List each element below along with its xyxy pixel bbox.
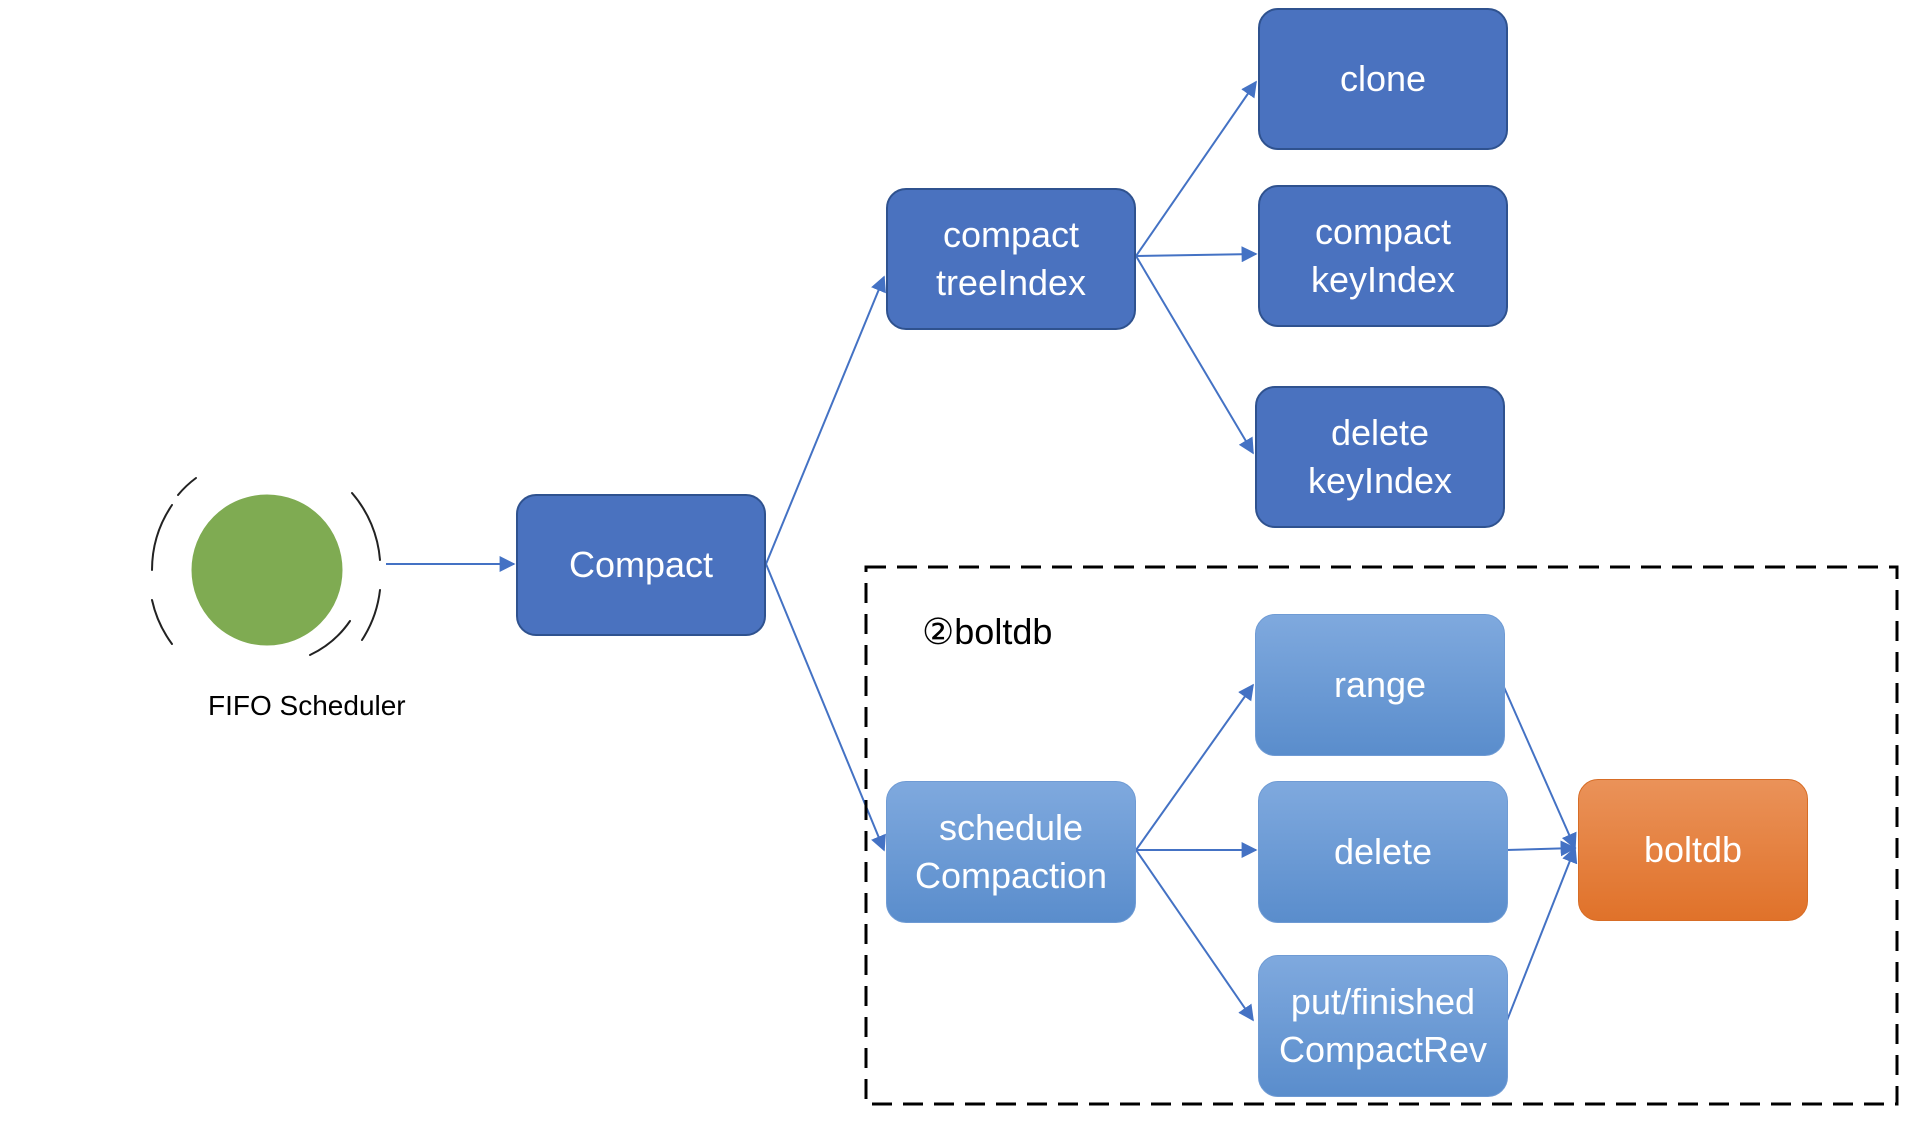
node-put-finished: put/finished CompactRev xyxy=(1258,955,1508,1097)
group-label: ②boltdb xyxy=(922,611,1053,652)
edge-treeindex-compactkey xyxy=(1135,246,1258,263)
node-boltdb: boltdb xyxy=(1578,779,1808,921)
node-delete-keyindex: delete keyIndex xyxy=(1255,386,1505,528)
edge-put-boltdb xyxy=(1505,846,1578,1024)
edge-schedule-range xyxy=(1135,683,1254,851)
node-compact: Compact xyxy=(516,494,766,636)
edge-treeindex-clone xyxy=(1135,80,1257,257)
node-clone: clone xyxy=(1258,8,1508,150)
spinner-arcs xyxy=(151,477,381,656)
edge-delete-boltdb xyxy=(1505,840,1577,857)
edge-range-boltdb xyxy=(1502,684,1577,850)
scheduler-node xyxy=(151,477,381,656)
edge-compact-schedule xyxy=(765,563,886,852)
green-circle-icon xyxy=(188,491,346,649)
node-delete: delete xyxy=(1258,781,1508,923)
edges xyxy=(386,80,1578,1024)
node-schedule-compaction: schedule Compaction xyxy=(886,781,1136,923)
node-range: range xyxy=(1255,614,1505,756)
dashed-group-border xyxy=(864,565,1899,1106)
scheduler-label: FIFO Scheduler xyxy=(208,690,406,721)
node-compact-treeindex: compact treeIndex xyxy=(886,188,1136,330)
edge-treeindex-deletekey xyxy=(1135,255,1254,455)
edge-compact-treeindex xyxy=(765,275,886,565)
node-compact-keyindex: compact keyIndex xyxy=(1258,185,1508,327)
edge-schedule-put xyxy=(1135,849,1254,1022)
